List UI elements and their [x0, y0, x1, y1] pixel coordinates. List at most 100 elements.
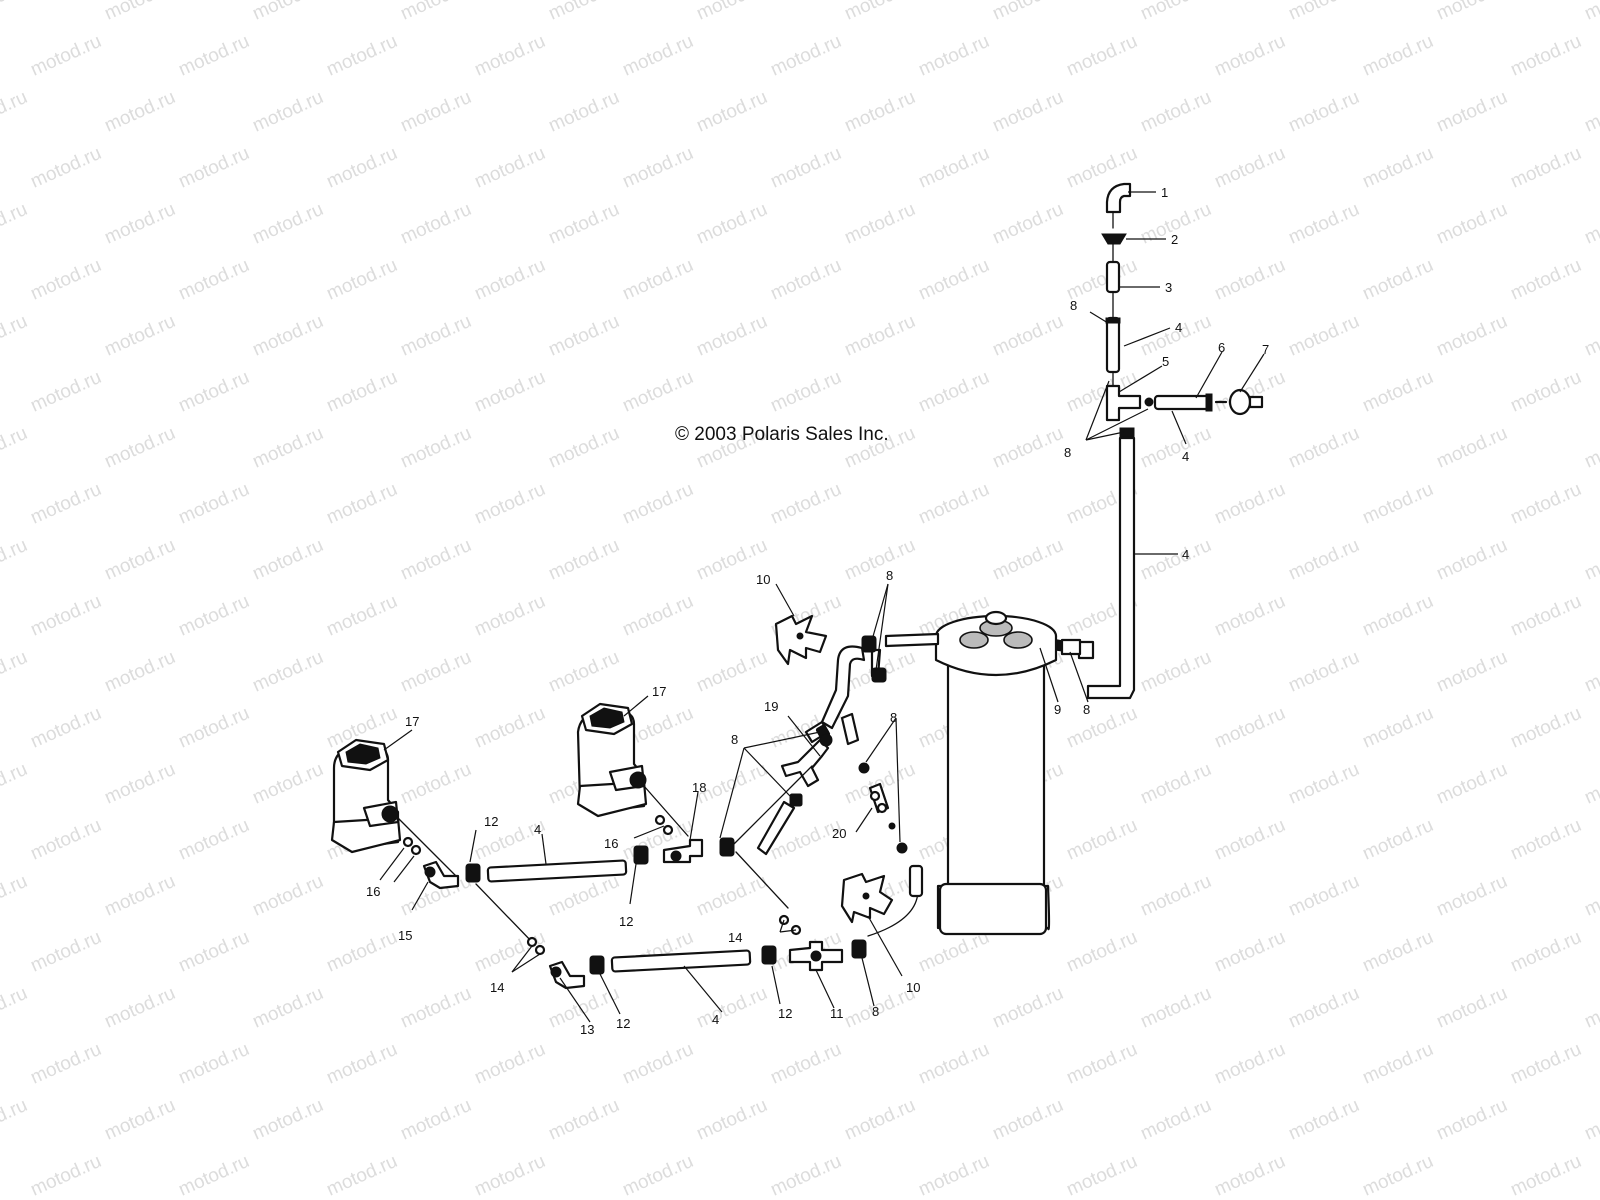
bracket-part-10-top	[774, 614, 828, 666]
watermark-text: motod.ru	[101, 759, 178, 809]
watermark-text: motod.ru	[27, 143, 104, 193]
watermark-text: motod.ru	[767, 367, 844, 417]
watermark-text: motod.ru	[323, 1039, 400, 1089]
callout-8-a: 8	[1070, 298, 1077, 313]
watermark-text: motod.ru	[175, 591, 252, 641]
watermark-text: motod.ru	[767, 1039, 844, 1089]
watermark-text: motod.ru	[175, 31, 252, 81]
callout-4-c: 4	[1182, 547, 1189, 562]
watermark-text: motod.ru	[545, 199, 622, 249]
watermark-text: motod.ru	[545, 0, 622, 25]
watermark-text: motod.ru	[1507, 1151, 1584, 1200]
watermark-text: motod.ru	[175, 255, 252, 305]
callout-16-b: 16	[366, 884, 380, 899]
watermark-text: motod.ru	[101, 1095, 178, 1145]
tank-outlet-line	[884, 632, 940, 648]
watermark-text: motod.ru	[1359, 703, 1436, 753]
watermark-text: motod.ru	[0, 983, 31, 1033]
watermark-text: motod.ru	[27, 1151, 104, 1200]
watermark-text: motod.ru	[1285, 1095, 1362, 1145]
watermark-text: motod.ru	[0, 1095, 31, 1145]
callout-19: 19	[764, 699, 778, 714]
watermark-text: motod.ru	[1507, 591, 1584, 641]
callout-12-c: 12	[778, 1006, 792, 1021]
watermark-text: motod.ru	[0, 871, 31, 921]
watermark-text: motod.ru	[1581, 1095, 1600, 1145]
watermark-text: motod.ru	[175, 703, 252, 753]
watermark-text: motod.ru	[1063, 703, 1140, 753]
watermark-text: motod.ru	[1507, 479, 1584, 529]
watermark-text: motod.ru	[545, 87, 622, 137]
watermark-text: motod.ru	[101, 199, 178, 249]
watermark-text: motod.ru	[1285, 311, 1362, 361]
watermark-text: motod.ru	[1433, 0, 1510, 25]
watermark-text: motod.ru	[397, 647, 474, 697]
watermark-text: motod.ru	[397, 1095, 474, 1145]
pump-left-part-17	[330, 738, 402, 854]
watermark-text: motod.ru	[0, 0, 31, 25]
watermark-text: motod.ru	[1359, 927, 1436, 977]
watermark-text: motod.ru	[27, 479, 104, 529]
watermark-text: motod.ru	[841, 1095, 918, 1145]
vent-cap-part-2	[1101, 233, 1127, 245]
watermark-text: motod.ru	[101, 647, 178, 697]
watermark-text: motod.ru	[1359, 143, 1436, 193]
watermark-text: motod.ru	[1507, 143, 1584, 193]
watermark-text: motod.ru	[101, 871, 178, 921]
watermark-text: motod.ru	[1137, 1095, 1214, 1145]
watermark-text: motod.ru	[915, 143, 992, 193]
watermark-text: motod.ru	[27, 367, 104, 417]
watermark-text: motod.ru	[471, 143, 548, 193]
watermark-text: motod.ru	[27, 1039, 104, 1089]
watermark-text: motod.ru	[989, 535, 1066, 585]
watermark-text: motod.ru	[767, 255, 844, 305]
watermark-text: motod.ru	[0, 759, 31, 809]
watermark-text: motod.ru	[989, 1095, 1066, 1145]
watermark-text: motod.ru	[1433, 871, 1510, 921]
watermark-text: motod.ru	[1137, 759, 1214, 809]
watermark-text: motod.ru	[767, 143, 844, 193]
watermark-text: motod.ru	[323, 927, 400, 977]
watermark-text: motod.ru	[0, 87, 31, 137]
watermark-text: motod.ru	[1433, 535, 1510, 585]
callout-11: 11	[830, 1006, 844, 1021]
watermark-text: motod.ru	[27, 703, 104, 753]
watermark-text: motod.ru	[471, 479, 548, 529]
watermark-text: motod.ru	[545, 311, 622, 361]
watermark-text: motod.ru	[915, 1151, 992, 1200]
watermark-text: motod.ru	[1433, 87, 1510, 137]
watermark-text: motod.ru	[1581, 0, 1600, 25]
watermark-text: motod.ru	[841, 199, 918, 249]
watermark-text: motod.ru	[1063, 927, 1140, 977]
watermark-text: motod.ru	[1581, 199, 1600, 249]
watermark-text: motod.ru	[1507, 703, 1584, 753]
watermark-text: motod.ru	[249, 1095, 326, 1145]
watermark-text: motod.ru	[989, 311, 1066, 361]
watermark-text: motod.ru	[1285, 199, 1362, 249]
callout-4-b: 4	[1182, 449, 1189, 464]
watermark-text: motod.ru	[323, 1151, 400, 1200]
callout-10-a: 10	[756, 572, 770, 587]
watermark-text: motod.ru	[545, 423, 622, 473]
watermark-text: motod.ru	[1211, 1151, 1288, 1200]
callout-3: 3	[1165, 280, 1172, 295]
callout-13: 13	[580, 1022, 594, 1037]
watermark-text: motod.ru	[27, 591, 104, 641]
watermark-text: motod.ru	[1211, 703, 1288, 753]
watermark-text: motod.ru	[1137, 983, 1214, 1033]
watermark-text: motod.ru	[397, 0, 474, 25]
watermark-text: motod.ru	[101, 311, 178, 361]
watermark-text: motod.ru	[989, 423, 1066, 473]
watermark-text: motod.ru	[1359, 815, 1436, 865]
watermark-text: motod.ru	[397, 759, 474, 809]
watermark-text: motod.ru	[249, 983, 326, 1033]
watermark-text: motod.ru	[323, 255, 400, 305]
watermark-text: motod.ru	[1137, 535, 1214, 585]
callout-5: 5	[1162, 354, 1169, 369]
watermark-text: motod.ru	[397, 311, 474, 361]
watermark-text: motod.ru	[1285, 871, 1362, 921]
watermark-text: motod.ru	[915, 367, 992, 417]
hose-lower	[610, 949, 752, 973]
watermark-text: motod.ru	[175, 1039, 252, 1089]
